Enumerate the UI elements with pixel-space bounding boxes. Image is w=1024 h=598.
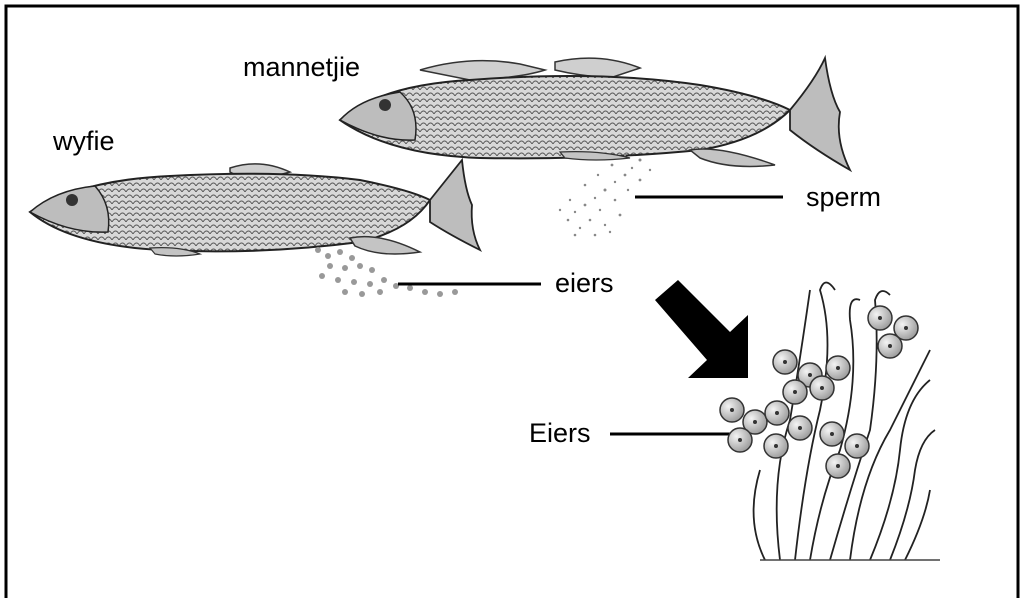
released-eggs	[315, 247, 458, 297]
sperm-cloud	[559, 154, 651, 237]
label-sperm: sperm	[806, 184, 881, 211]
female-fish	[30, 160, 480, 256]
label-female: wyfie	[53, 128, 115, 155]
male-fish	[340, 58, 850, 170]
label-male: mannetjie	[243, 54, 360, 81]
label-eggs-on-plant: Eiers	[529, 420, 591, 447]
plant-eggs	[720, 306, 918, 478]
label-eggs-released: eiers	[555, 270, 614, 297]
direction-arrow	[655, 280, 748, 378]
